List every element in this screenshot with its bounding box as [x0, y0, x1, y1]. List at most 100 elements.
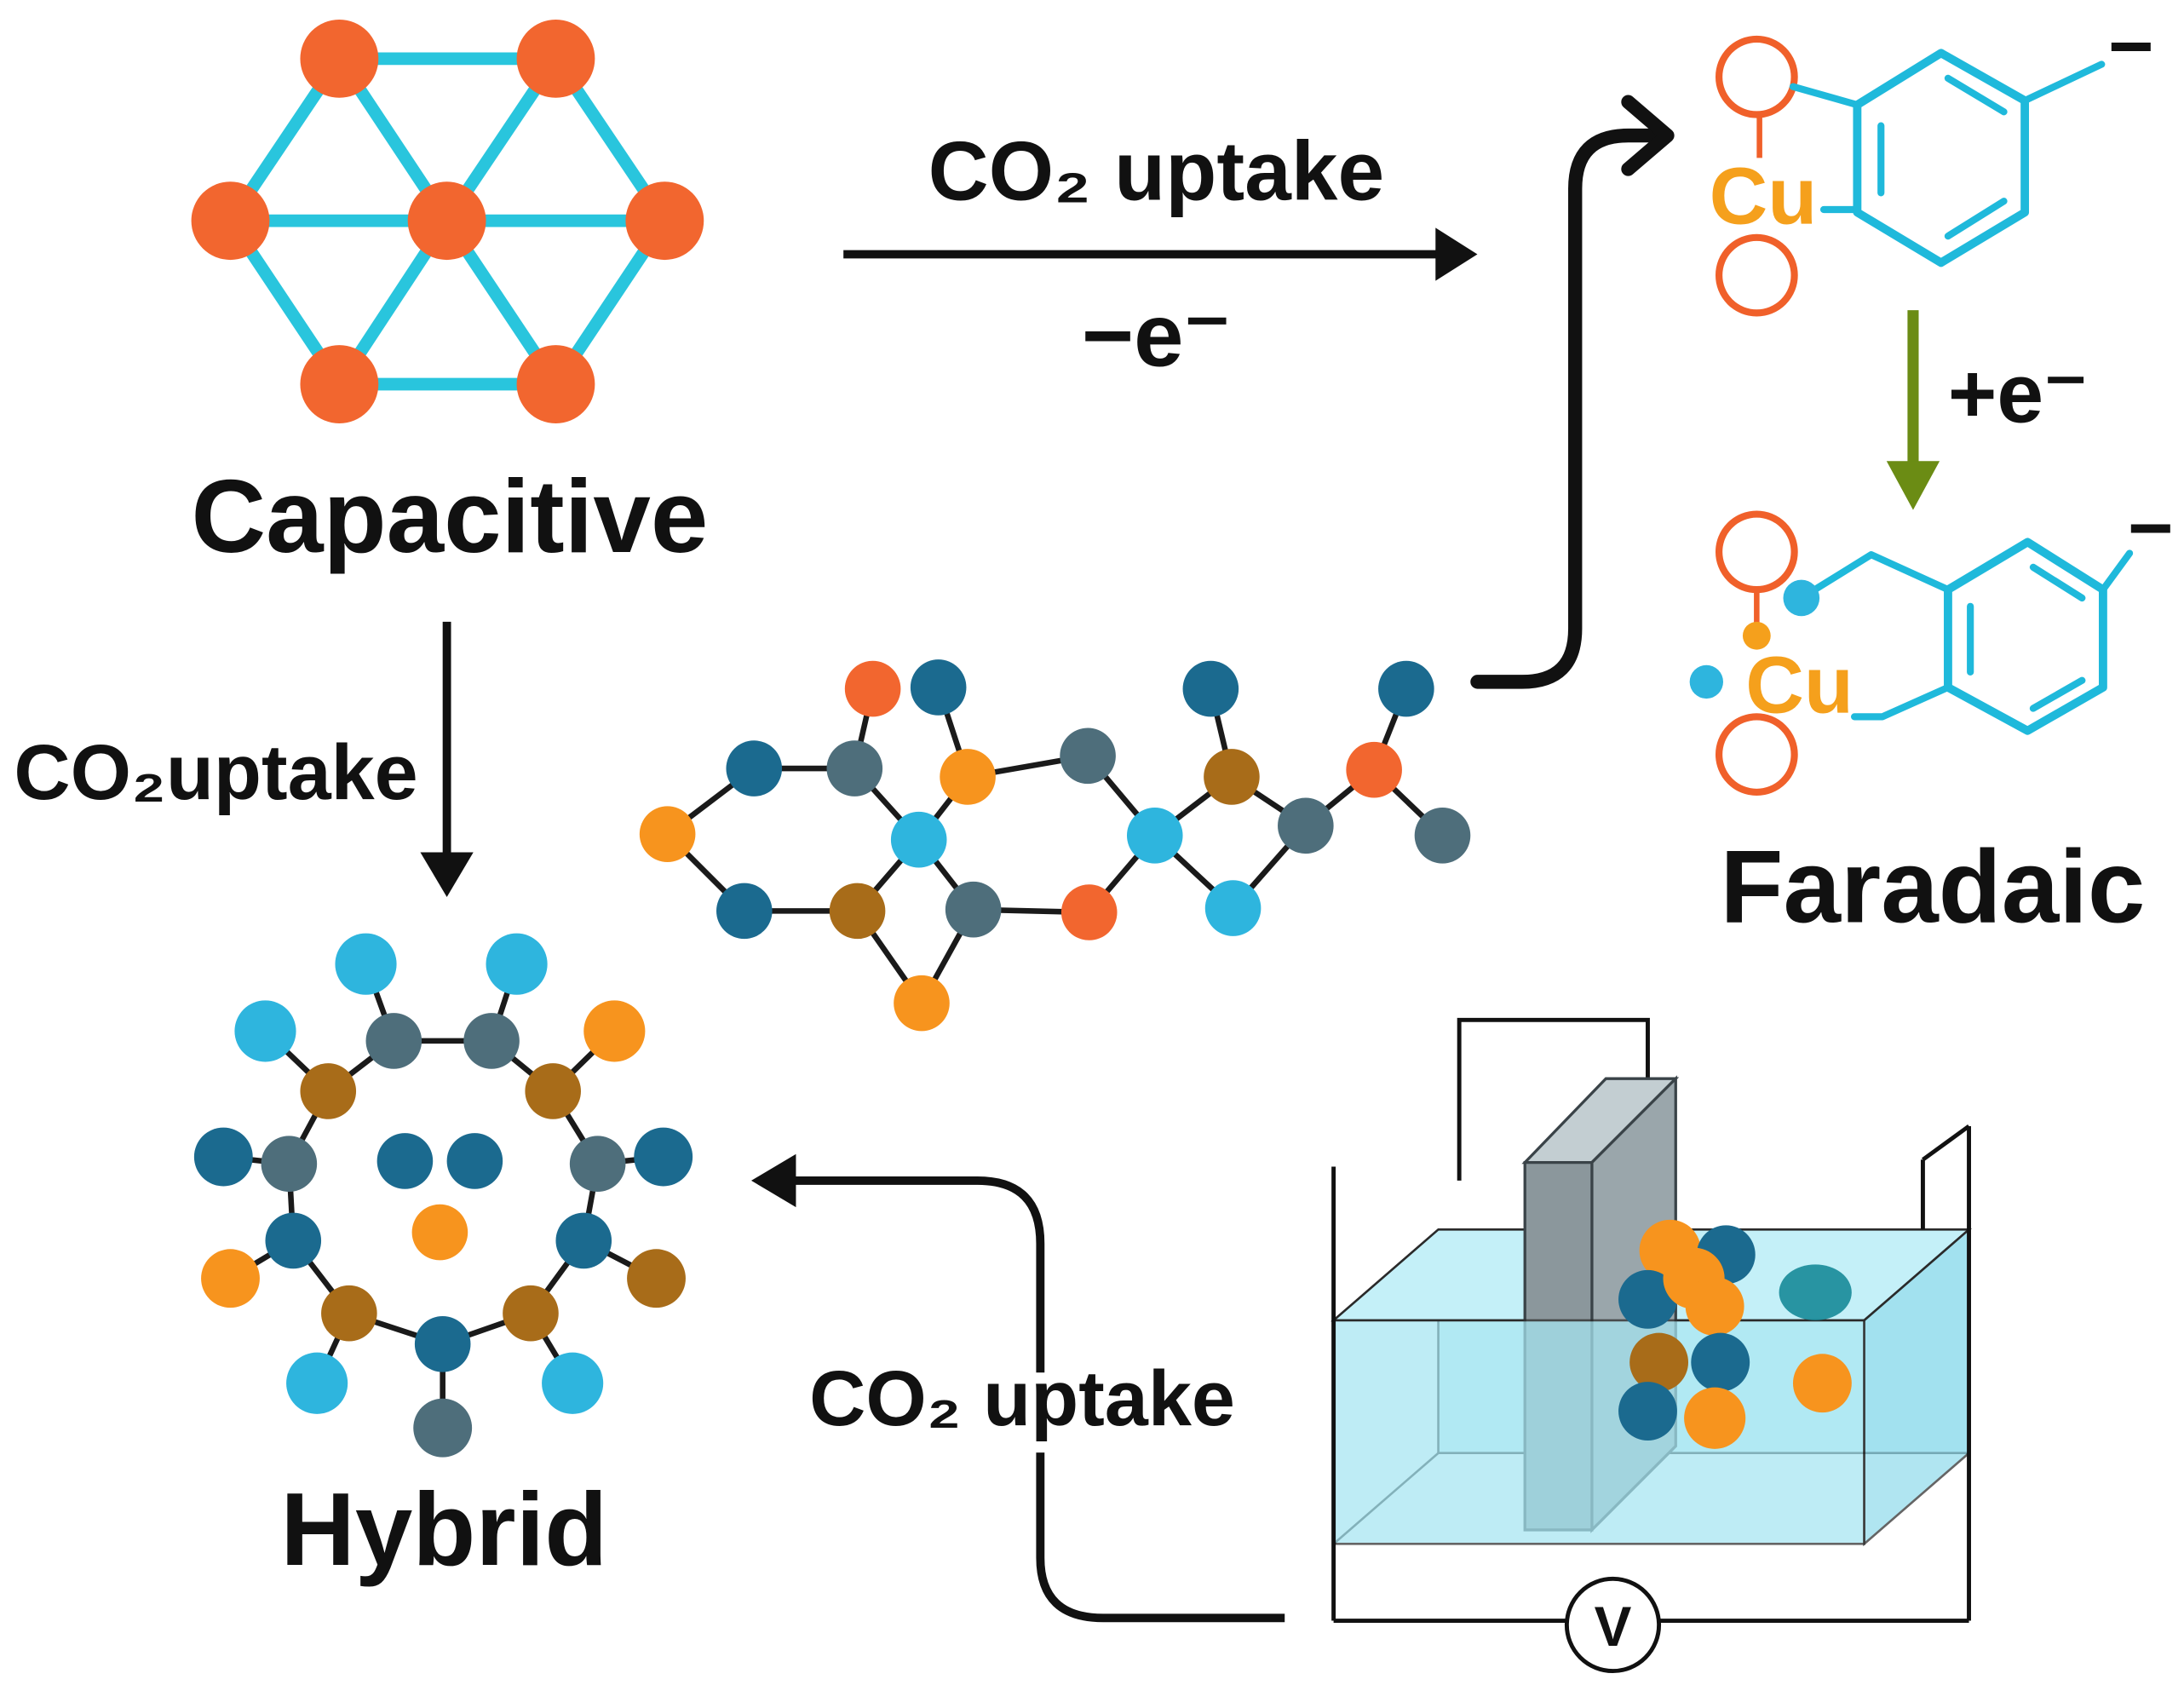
hybrid-atom [201, 1249, 260, 1308]
oxygen-ring-top [1715, 510, 1798, 594]
hybrid-atom [569, 1136, 626, 1193]
oxygen-ring-bottom [1715, 233, 1798, 317]
particle [1685, 1277, 1744, 1336]
particle [1691, 1332, 1750, 1392]
double-bond [1944, 74, 2008, 116]
lattice-node [407, 181, 486, 261]
molecule-atom [1414, 807, 1471, 864]
molecule-atom [945, 881, 1002, 938]
intermediate-molecule [639, 659, 1471, 1032]
molecule-atom [1060, 884, 1118, 940]
molecule-atom [1204, 880, 1262, 936]
hybrid-molecule [193, 933, 693, 1458]
voltmeter-icon [1564, 1576, 1662, 1674]
molecule-atom [639, 806, 696, 862]
bound-atom-dot [1783, 579, 1820, 617]
capacitive-to-hybrid-label: CO₂uptake [14, 729, 417, 816]
lattice-node [300, 345, 379, 423]
hybrid-atom [193, 1127, 253, 1187]
molecule-atom [829, 883, 886, 940]
copper-symbol: Cu [1745, 640, 1854, 730]
copper-symbol: Cu [1710, 151, 1818, 241]
particle [1618, 1269, 1677, 1329]
hybrid-atom [486, 933, 548, 995]
methylene-bridge-bottom [1851, 683, 1952, 721]
arrow-head [1621, 95, 1675, 176]
lattice-node [625, 181, 704, 261]
capacitive-to-hybrid-arrow [420, 621, 474, 897]
hybrid-atom [634, 1127, 693, 1187]
bound-atom-dot [1742, 621, 1771, 650]
oxygen-ring-bottom [1715, 713, 1798, 796]
arrow-head [1435, 227, 1478, 281]
molecule-atom [1060, 727, 1116, 785]
tank-edge [1921, 1124, 1970, 1162]
molecule-atom [1126, 807, 1183, 864]
electron-addition-label: +e⁻ [1948, 346, 2088, 440]
hybrid-atom [265, 1212, 322, 1269]
voltmeter-label: V [1595, 1596, 1632, 1658]
capacitive-label: Capacitive [191, 458, 708, 574]
benzene-ring [1944, 538, 2107, 735]
particle [1684, 1387, 1746, 1449]
hybrid-atom [300, 1063, 357, 1119]
capacitive-to-faradaic-label: CO₂ uptake [928, 124, 1385, 218]
double-bond [1944, 198, 2008, 240]
hybrid-atom [411, 1204, 468, 1261]
molecule-atom [940, 749, 996, 805]
benzene-ring [1853, 49, 2030, 267]
hybrid-atom [365, 1013, 422, 1069]
arrow-shaft [790, 1176, 1285, 1623]
hybrid-atom [414, 1316, 471, 1372]
molecule-atom [844, 660, 901, 717]
electrochemical-cell: V [1331, 1017, 1973, 1674]
substituent-bond [2021, 60, 2106, 105]
bound-atom-dot [1689, 664, 1724, 699]
water-front-face [1332, 1319, 1865, 1545]
capacitive-lattice [191, 19, 704, 423]
particle [1792, 1354, 1852, 1413]
molecule-atom [1378, 660, 1434, 717]
arrow-head [420, 852, 474, 897]
molecule-atom [716, 883, 773, 940]
reduction-arrow [1886, 310, 1940, 510]
hybrid-atom [503, 1285, 559, 1342]
hybrid-atom [542, 1352, 604, 1414]
molecule-atom [890, 811, 947, 868]
hybrid-atom [525, 1063, 581, 1119]
lattice-node [191, 181, 270, 261]
hybrid-atom [446, 1133, 503, 1189]
capacitive-to-faradaic-arrow [843, 227, 1478, 281]
arrow-shaft [1470, 128, 1670, 689]
molecule-atom [1278, 797, 1334, 854]
hybrid-atom [627, 1249, 686, 1308]
particle [1618, 1382, 1677, 1441]
molecule-atom [726, 740, 783, 796]
faradaic-reduced-complex: Cu − [1689, 485, 2174, 796]
substituent-bond [2099, 549, 2134, 594]
hybrid-atom [286, 1352, 348, 1414]
hybrid-atom [555, 1212, 612, 1269]
cell-particles [1618, 1219, 1852, 1449]
molecule-atom [1182, 660, 1239, 717]
hybrid-label: Hybrid [280, 1471, 607, 1587]
faradaic-label: Faradaic [1720, 828, 2145, 944]
hybrid-atom [583, 1000, 646, 1062]
lattice-node [516, 345, 595, 423]
double-bond [2029, 676, 2086, 712]
electron-removal-label: −e⁻ [1082, 286, 1231, 386]
hybrid-atom [234, 1000, 296, 1062]
charge-sign: − [2128, 485, 2174, 572]
molecule-to-faradaic-arrow [1470, 95, 1675, 689]
double-bond [2029, 563, 2086, 602]
molecule-atom [1346, 741, 1402, 798]
hybrid-atom [413, 1398, 473, 1458]
molecule-atom [1204, 749, 1260, 805]
molecule-atom [826, 740, 883, 796]
molecule-atom [910, 659, 967, 716]
charge-sign: − [2108, 3, 2154, 89]
faradaic-oxidized-complex: Cu − [1710, 3, 2154, 317]
particle [1779, 1264, 1852, 1320]
cell-to-hybrid-arrow [750, 1153, 1285, 1623]
